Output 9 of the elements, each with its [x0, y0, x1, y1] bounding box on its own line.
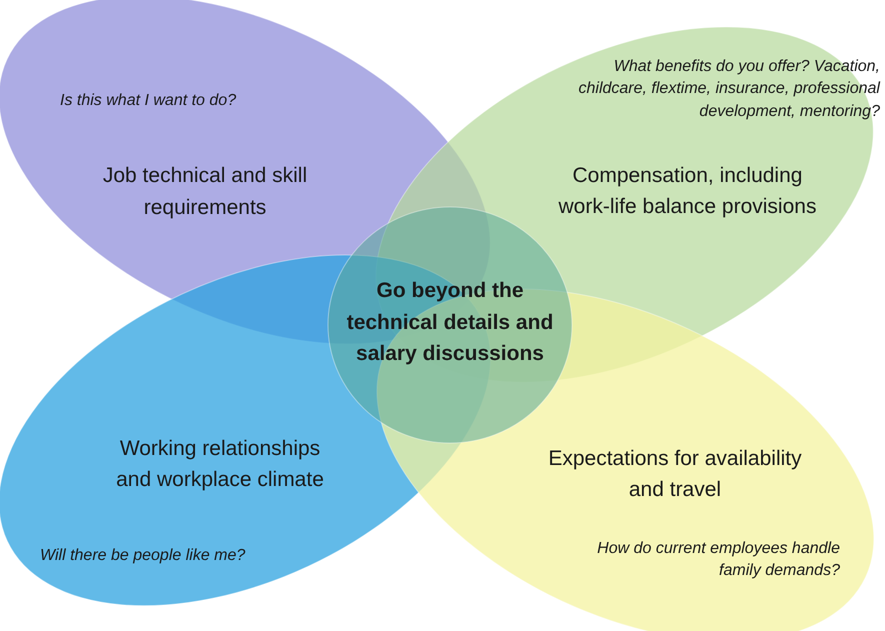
ellipse-question: How do current employees handle family demands? [596, 538, 840, 582]
ellipse-heading: Compensation, including work-life balance provisions [558, 162, 818, 220]
ellipse-question: What benefits do you offer? Vacation, childcare, flextime, insurance, professional development, mentoring? [578, 56, 880, 122]
ellipse-question: Is this what I want to do? [60, 91, 238, 111]
center-heading: Go beyond the technical details and salary discussions [346, 278, 554, 367]
ellipse-question: Will there be people like me? [40, 546, 246, 566]
ellipse-heading: Expectations for availability and travel [547, 446, 803, 504]
ellipse-heading: Job technical and skill requirements [102, 163, 308, 220]
ellipse-heading: Working relationships and workplace climate [115, 436, 325, 494]
